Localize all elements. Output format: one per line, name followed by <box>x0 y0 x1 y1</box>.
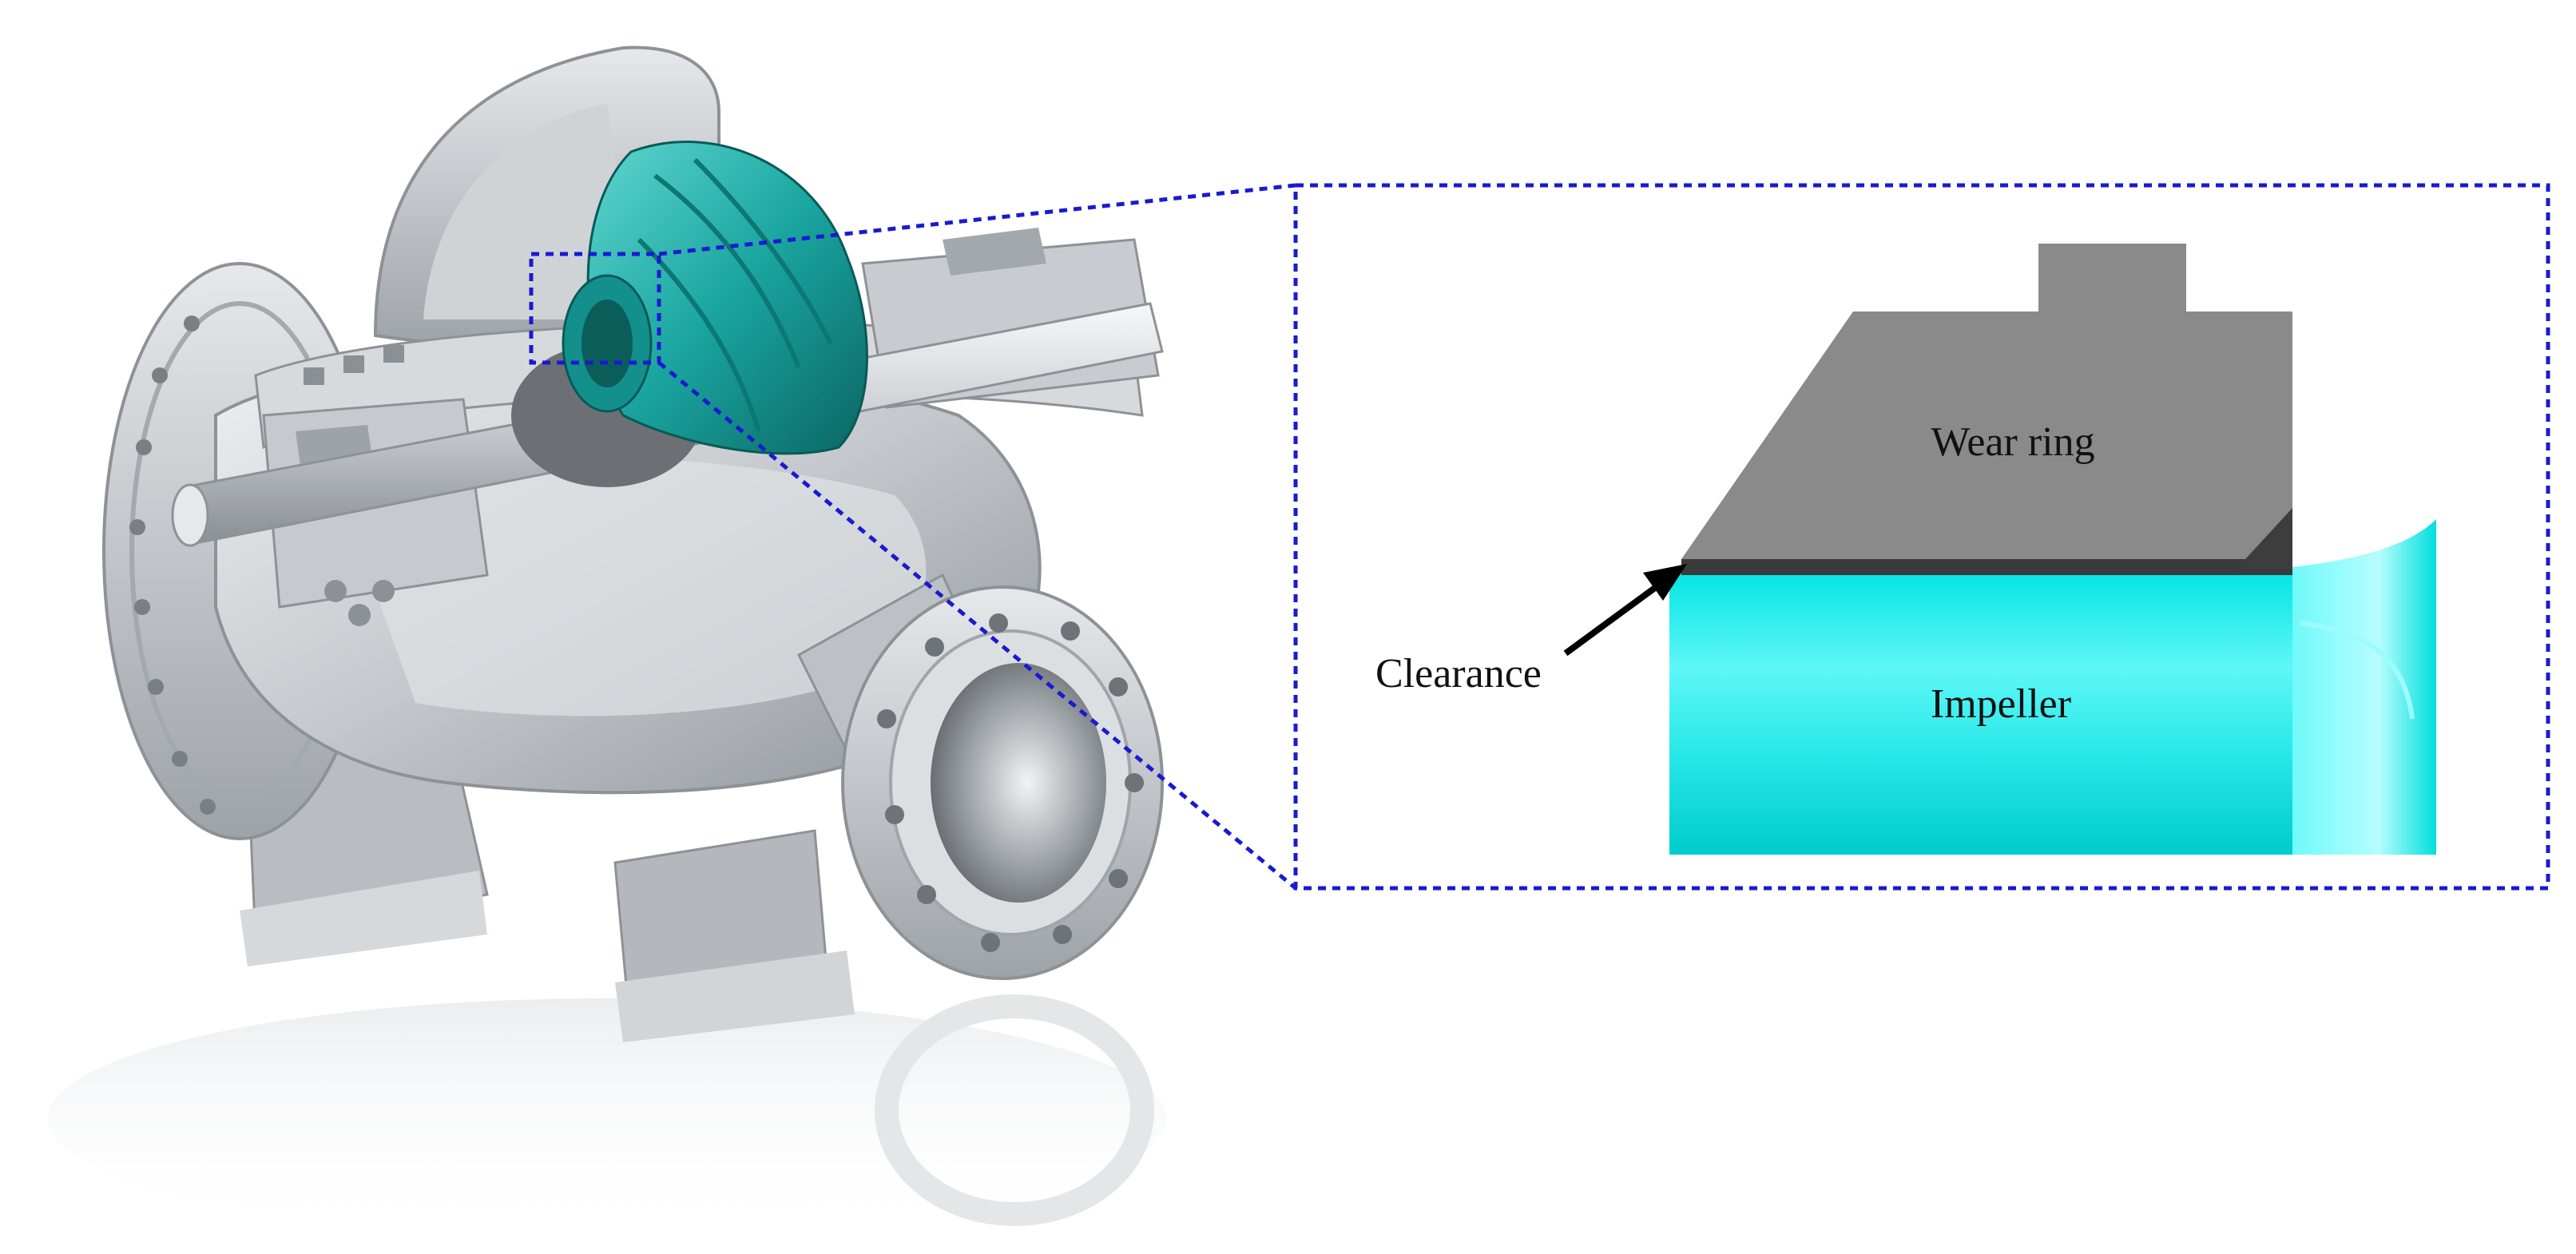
impeller-eye-inner <box>581 300 633 387</box>
zoom-detail-box <box>1293 183 2550 891</box>
impeller-block <box>1669 567 2300 855</box>
clearance-gap <box>1681 559 2292 575</box>
zoom-leader-top <box>658 183 1296 256</box>
wear-ring-label: Wear ring <box>1931 419 2094 465</box>
zoom-source-box <box>529 252 661 365</box>
zoom-callout <box>529 183 2550 891</box>
clearance-label: Clearance <box>1375 651 1542 696</box>
pump-foot-left-top <box>240 871 487 966</box>
pump-casing-upper-inner <box>423 104 639 319</box>
impeller-label: Impeller <box>1931 681 2071 727</box>
bearing-housing-right-cap <box>943 228 1046 276</box>
wear-ring-chamfer <box>2237 508 2292 569</box>
bearing-nuts <box>324 580 395 626</box>
arrow-icon <box>1563 564 1687 657</box>
discharge-flange-bolts <box>877 613 1144 952</box>
floor-reflection <box>48 998 1166 1238</box>
wear-ring-body <box>1681 312 2292 559</box>
end-flange-bolts <box>129 315 216 815</box>
wear-ring-boss <box>2038 244 2186 315</box>
pump-casing-highlight <box>335 457 927 716</box>
flange-reflection <box>875 994 1154 1226</box>
impeller-shroud-curve <box>2300 621 2415 720</box>
impeller-shroud-side <box>2292 519 2436 855</box>
shaft-end <box>171 483 209 547</box>
detail-view: Wear ring Impeller Clearance <box>1375 244 2436 855</box>
pump-foot-right-top <box>615 950 855 1042</box>
discharge-bore <box>931 663 1106 903</box>
centrifugal-pump-cutaway-icon <box>48 46 1166 1238</box>
